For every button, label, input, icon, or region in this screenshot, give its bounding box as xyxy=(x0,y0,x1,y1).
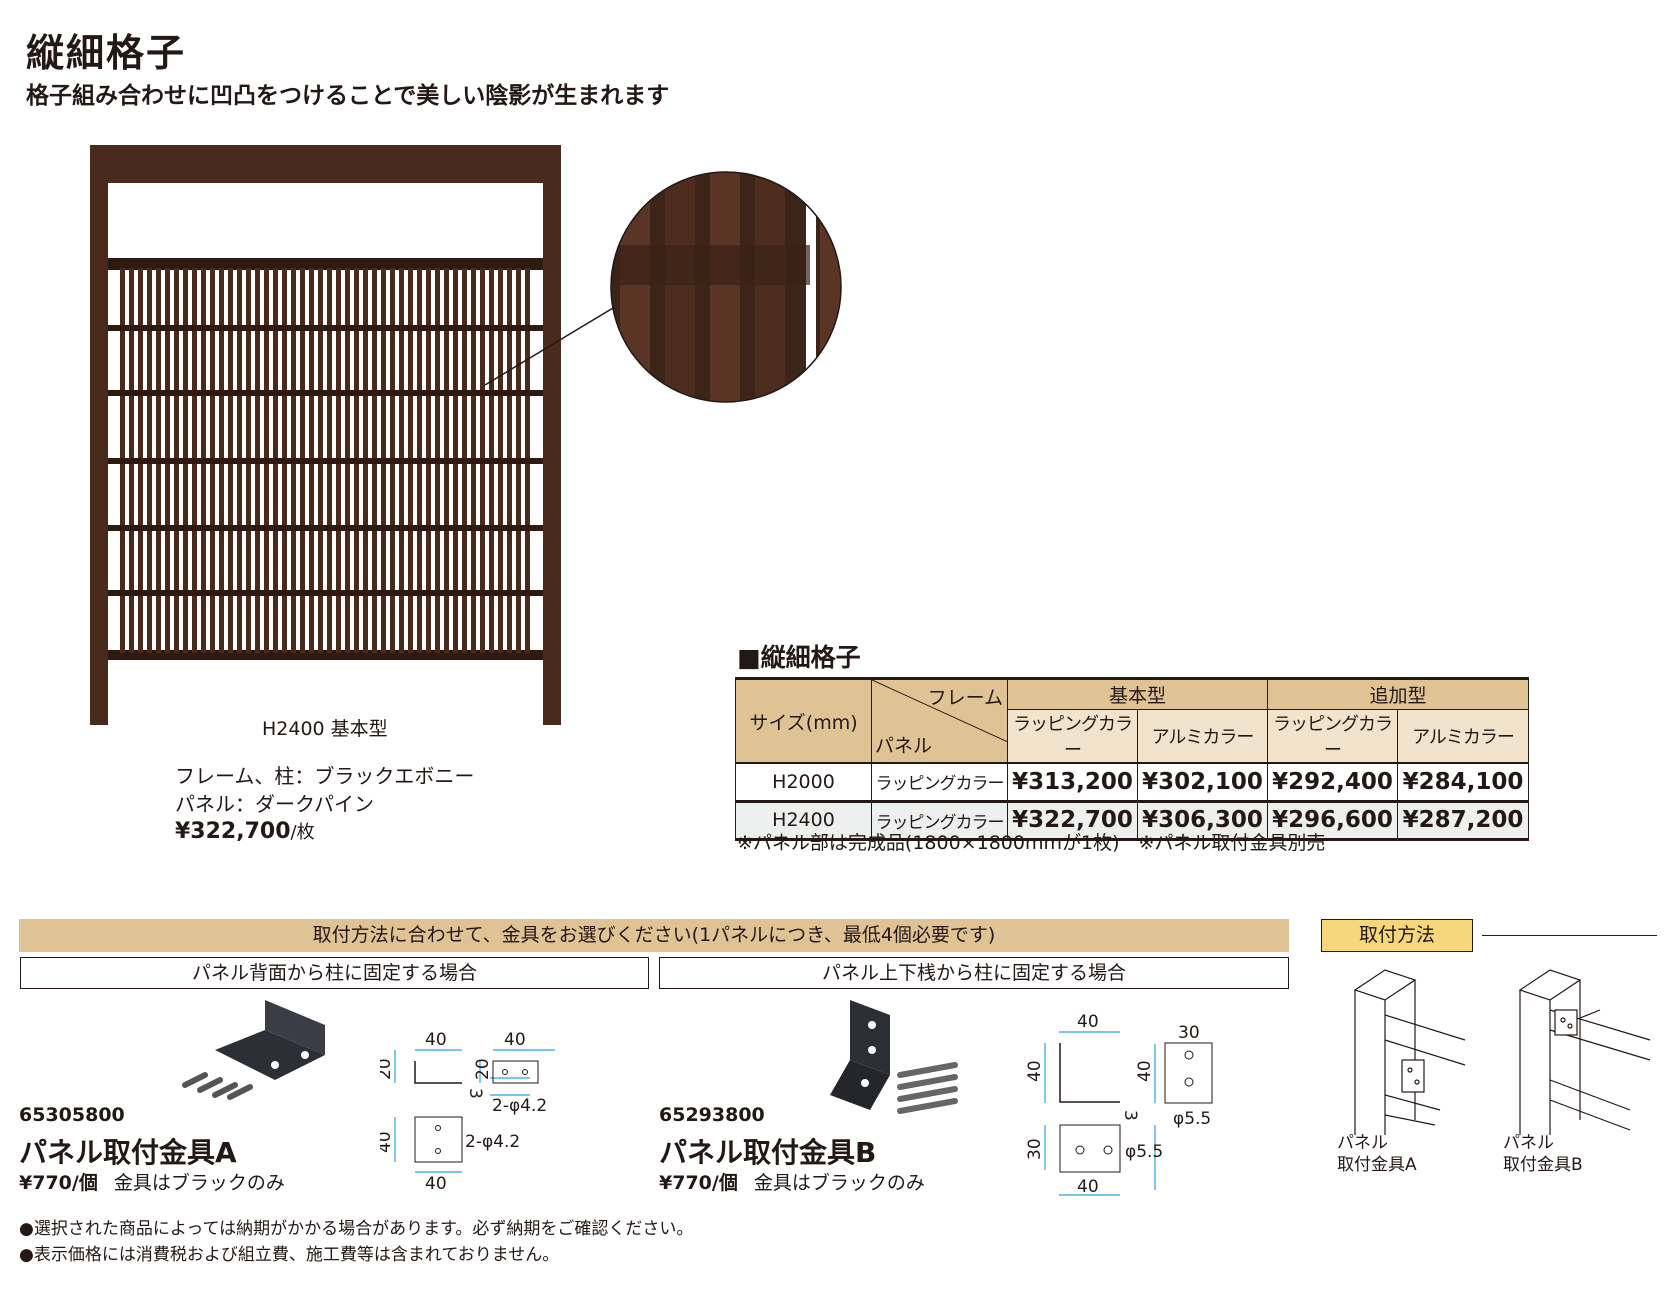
column-header: ラッピングカラー xyxy=(1007,709,1138,764)
table-note: ※パネル部は完成品(1800×1800mmが1枚) ※パネル取付金具別売 xyxy=(737,832,1326,854)
dim-label: 2-φ4.2 xyxy=(492,1096,547,1116)
divider xyxy=(1482,935,1657,936)
dim-label: φ5.5 xyxy=(1173,1109,1211,1129)
bracket-b-image xyxy=(830,1000,958,1114)
diagonal-divider xyxy=(872,680,1008,742)
frame-spec: フレーム、柱：ブラックエボニー xyxy=(175,764,475,788)
dim-label: 2-φ4.2 xyxy=(465,1132,520,1152)
group-additional: 追加型 xyxy=(1267,678,1529,710)
price-table-title: ■縦細格子 xyxy=(737,643,861,672)
label-line: パネル xyxy=(1503,1133,1554,1153)
dim-label: 3 xyxy=(1120,1110,1140,1121)
part-name-b: パネル取付金具B xyxy=(659,1136,877,1169)
method-a-header: パネル背面から柱に固定する場合 xyxy=(20,957,649,989)
column-header: アルミカラー xyxy=(1397,709,1529,764)
size-cell: H2400 xyxy=(735,799,872,840)
part-price-b: ¥770/個金具はブラックのみ xyxy=(659,1168,925,1195)
install-label-a: パネル取付金具A xyxy=(1337,1132,1417,1176)
page-title: 縦細格子 xyxy=(26,31,187,75)
frame-header: フレーム xyxy=(927,687,1003,709)
dim-label: 40 xyxy=(380,1131,395,1153)
label-line: 取付金具B xyxy=(1503,1155,1583,1175)
dim-label: 40 xyxy=(425,1174,447,1190)
panel-header: パネル xyxy=(875,735,933,757)
panel-spec: パネル：ダークパイン xyxy=(175,792,374,816)
price-cell: ¥284,100 xyxy=(1397,762,1529,802)
price-cell: ¥313,200 xyxy=(1007,762,1138,802)
price-unit: /個 xyxy=(71,1172,98,1194)
footer-note: ●選択された商品によっては納期がかかる場合があります。必ず納期をご確認ください。 xyxy=(19,1219,694,1239)
part-price-a: ¥770/個金具はブラックのみ xyxy=(19,1168,285,1195)
product-price: ¥322,700/枚 xyxy=(175,818,315,844)
part-code-b: 65293800 xyxy=(659,1104,765,1126)
method-b-header: パネル上下桟から柱に固定する場合 xyxy=(659,957,1289,989)
fence-illustration xyxy=(90,145,842,725)
dim-label: 30 xyxy=(1178,1023,1200,1043)
price-value: ¥322,700 xyxy=(175,819,291,844)
price-cell: ¥296,600 xyxy=(1267,799,1398,840)
dim-label: φ5.5 xyxy=(1125,1142,1163,1162)
price-cell: ¥287,200 xyxy=(1397,799,1529,840)
price-cell: ¥292,400 xyxy=(1267,762,1398,802)
price-cell: ¥302,100 xyxy=(1137,762,1268,802)
bracket-a-image xyxy=(182,1000,325,1100)
lattice-detail-closeup xyxy=(611,172,841,402)
part-code-a: 65305800 xyxy=(19,1104,125,1126)
dim-label: 30 xyxy=(1025,1138,1045,1160)
bracket-a-dimensions: 40 20 3 40 20 2-φ4.2 40 40 2-φ4.2 xyxy=(380,1030,555,1190)
dim-label: 40 xyxy=(1077,1177,1099,1197)
dim-label: 40 xyxy=(425,1030,447,1050)
panel-cell: ラッピングカラー xyxy=(871,799,1008,840)
price-cell: ¥322,700 xyxy=(1007,799,1138,840)
install-diagram xyxy=(1353,969,1651,1135)
dim-label: 3 xyxy=(465,1088,485,1099)
dim-label: 20 xyxy=(380,1058,395,1080)
price-cell: ¥306,300 xyxy=(1137,799,1268,840)
install-method-label: 取付方法 xyxy=(1321,919,1473,952)
price-table: サイズ(mm) フレーム パネル 基本型 追加型 ラッピングカラー アルミカラー… xyxy=(735,677,1529,841)
price-unit: /枚 xyxy=(290,822,315,843)
image-caption: H2400 基本型 xyxy=(262,718,388,740)
hardware-banner: 取付方法に合わせて、金具をお選びください(1パネルにつき、最低4個必要です) xyxy=(19,919,1289,952)
bracket-b-dimensions: 40 40 3 30 40 φ5.5 30 40 φ5.5 xyxy=(1025,1012,1213,1197)
column-header: アルミカラー xyxy=(1137,709,1268,764)
dim-label: 40 xyxy=(1135,1060,1155,1082)
table-row: H2400 ラッピングカラー ¥322,700 ¥306,300 ¥296,60… xyxy=(735,799,1529,840)
table-row: H2000 ラッピングカラー ¥313,200 ¥302,100 ¥292,40… xyxy=(735,762,1529,802)
size-cell: H2000 xyxy=(735,762,872,802)
panel-cell: ラッピングカラー xyxy=(871,762,1008,802)
size-header: サイズ(mm) xyxy=(735,678,872,764)
group-basic: 基本型 xyxy=(1007,678,1268,710)
part-note: 金具はブラックのみ xyxy=(753,1172,925,1194)
dim-label: 40 xyxy=(1077,1012,1099,1032)
label-line: 取付金具A xyxy=(1337,1155,1417,1175)
frame-panel-header: フレーム パネル xyxy=(871,678,1008,764)
price-unit: /個 xyxy=(711,1172,738,1194)
zoom-leader-line xyxy=(484,304,619,386)
part-note: 金具はブラックのみ xyxy=(113,1172,285,1194)
dim-label: 40 xyxy=(504,1030,526,1050)
install-label-b: パネル取付金具B xyxy=(1503,1132,1583,1176)
part-name-a: パネル取付金具A xyxy=(19,1136,237,1169)
price-value: ¥770 xyxy=(19,1172,72,1194)
footer-note: ●表示価格には消費税および組立費、施工費等は含まれておりません。 xyxy=(19,1245,560,1265)
column-header: ラッピングカラー xyxy=(1267,709,1398,764)
page-subtitle: 格子組み合わせに凹凸をつけることで美しい陰影が生まれます xyxy=(26,83,670,109)
dim-label: 40 xyxy=(1025,1060,1045,1082)
price-value: ¥770 xyxy=(659,1172,712,1194)
label-line: パネル xyxy=(1337,1133,1388,1153)
dim-label: 20 xyxy=(473,1058,493,1080)
fence-panel-image xyxy=(90,145,561,725)
